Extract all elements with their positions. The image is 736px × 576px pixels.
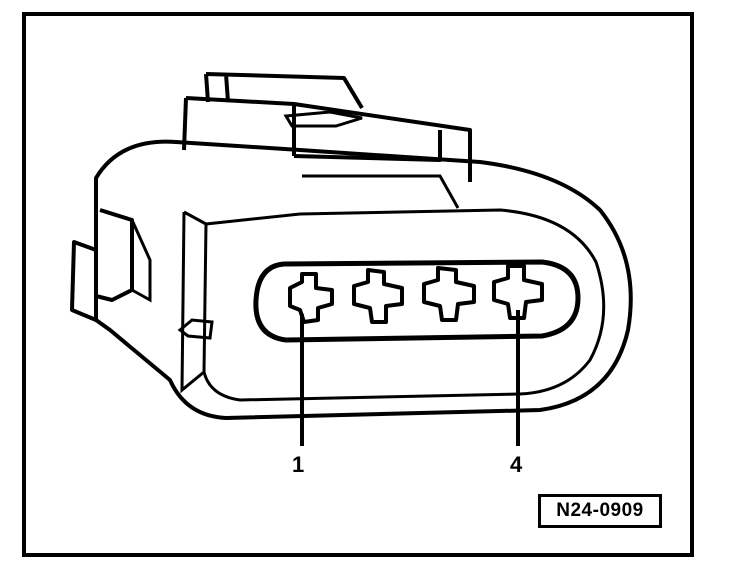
side-latch: [70, 208, 134, 322]
connector-housing-outer: [94, 139, 633, 420]
tab-slot: [283, 110, 363, 128]
figure-code-label: N24-0909: [538, 494, 662, 528]
pin-4: [492, 264, 544, 320]
pin-1: [288, 272, 334, 324]
pin-cavity: [253, 259, 581, 343]
pin-label-4: 4: [510, 452, 523, 477]
pin-label-1: 1: [292, 452, 305, 477]
diagram-border: [22, 12, 694, 557]
top-locking-tab: [182, 96, 472, 182]
socket-inner-rim: [202, 208, 606, 402]
pin-2: [352, 268, 404, 324]
pin-3: [422, 266, 476, 322]
